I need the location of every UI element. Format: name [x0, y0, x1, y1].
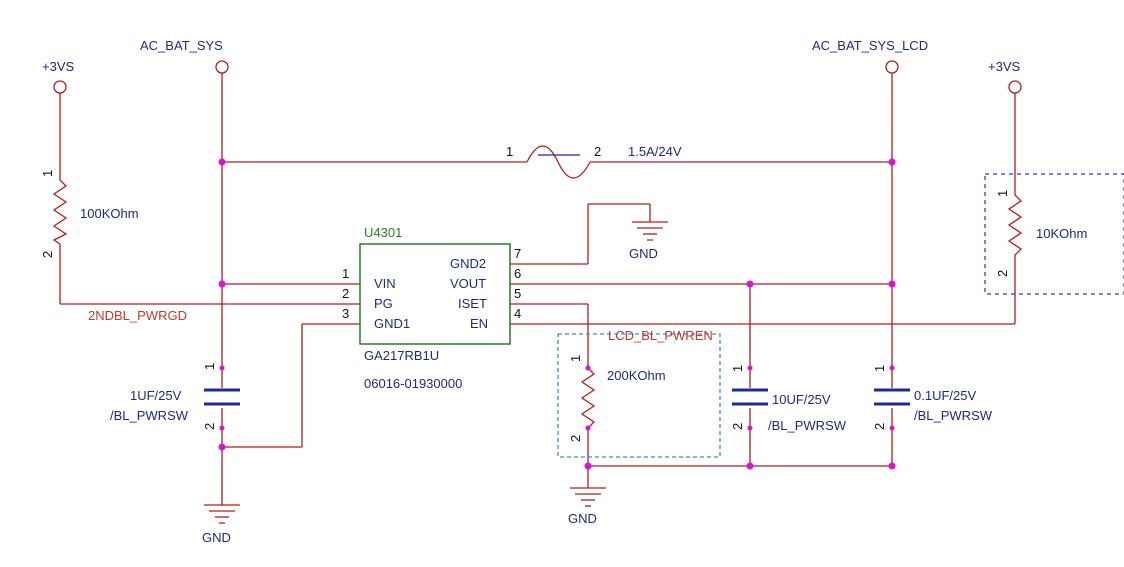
power-ports: AC_BAT_SYS AC_BAT_SYS_LCD +3VS +3VS [42, 38, 1022, 94]
r10k-value: 10KOhm [1036, 226, 1087, 241]
ground-symbols: GND GND GND [202, 221, 668, 545]
gnd-label-left: GND [202, 530, 231, 545]
pin-num-7: 7 [514, 246, 521, 261]
junction-dot [746, 280, 754, 288]
r10k-group-box [984, 173, 1124, 295]
c01uf-group: /BL_PWRSW [914, 408, 993, 423]
pin-name-gnd1: GND1 [374, 316, 410, 331]
capacitor-0-1uf: 1 2 0.1UF/25V /BL_PWRSW [872, 365, 993, 430]
pin-num-2: 2 [342, 286, 349, 301]
junctions [218, 158, 896, 470]
resistor-200k: 1 2 200KOhm [557, 333, 721, 458]
c10uf-pin2: 2 [730, 423, 745, 430]
r200k-group-box [557, 333, 721, 458]
chip-pn: 06016-01930000 [364, 376, 462, 391]
plus3vs-left-port [53, 80, 67, 94]
c1uf-value: 1UF/25V [130, 388, 182, 403]
junction-dot [888, 158, 896, 166]
pin-marker [219, 365, 225, 371]
gnd-symbol-top [632, 221, 668, 241]
gnd-symbol-left [204, 504, 240, 524]
c10uf-value: 10UF/25V [772, 392, 831, 407]
c01uf-pin2: 2 [872, 423, 887, 430]
pin-num-4: 4 [514, 306, 521, 321]
pin-marker [585, 425, 591, 431]
chip-ref: U4301 [364, 225, 402, 240]
pin-marker [219, 425, 225, 431]
fuse-pin2: 2 [594, 144, 601, 159]
pin-name-gnd2: GND2 [450, 256, 486, 271]
pin-num-3: 3 [342, 306, 349, 321]
pin-name-iset: ISET [458, 296, 487, 311]
r100k-pin2: 2 [40, 251, 55, 258]
c1uf-pin2: 2 [202, 423, 217, 430]
resistor-100k: 1 2 100KOhm [40, 170, 139, 258]
r200k-pin1: 1 [568, 355, 583, 362]
fuse-pin1: 1 [506, 144, 513, 159]
chip-part: GA217RB1U [364, 348, 439, 363]
c10uf-group: /BL_PWRSW [768, 418, 847, 433]
ac-bat-sys-port [215, 60, 229, 74]
junction-dot [218, 443, 226, 451]
plus3vs-right-label: +3VS [988, 59, 1020, 74]
capacitor-1uf: 1 2 1UF/25V /BL_PWRSW [110, 363, 240, 430]
pin-name-en: EN [470, 316, 488, 331]
pin-num-6: 6 [514, 266, 521, 281]
r200k-pin2: 2 [568, 435, 583, 442]
junction-dot [888, 462, 896, 470]
pin-num-1: 1 [342, 266, 349, 281]
pin-marker [585, 365, 591, 371]
pin-name-pg: PG [374, 296, 393, 311]
pin-name-vout: VOUT [450, 276, 486, 291]
junction-dot [218, 158, 226, 166]
r200k-value: 200KOhm [607, 368, 666, 383]
fuse: 1 2 1.5A/24V [506, 144, 682, 179]
ac-bat-sys-label: AC_BAT_SYS [140, 38, 223, 53]
c01uf-value: 0.1UF/25V [914, 388, 976, 403]
gnd-symbol-mid [570, 487, 606, 507]
pin-marker [747, 365, 753, 371]
pin-marker [889, 425, 895, 431]
chip-u4301: U4301 GA217RB1U 06016-01930000 1 VIN 2 P… [342, 225, 521, 391]
plus3vs-left-label: +3VS [42, 59, 74, 74]
junction-dot [584, 462, 592, 470]
c01uf-pin1: 1 [872, 365, 887, 372]
resistor-10k: 1 2 10KOhm [984, 173, 1124, 295]
fuse-rating: 1.5A/24V [628, 144, 682, 159]
net-label-pwrgd: 2NDBL_PWRGD [88, 308, 187, 323]
net-label-pwren: LCD_BL_PWREN [608, 328, 713, 343]
r100k-pin1: 1 [40, 170, 55, 177]
capacitor-10uf: 1 2 10UF/25V /BL_PWRSW [730, 365, 847, 433]
pin-marker [889, 365, 895, 371]
pin-marker [747, 425, 753, 431]
pin-name-vin: VIN [374, 276, 396, 291]
plus3vs-right-port [1008, 80, 1022, 94]
wires [59, 73, 1016, 505]
junction-dot [746, 462, 754, 470]
ac-bat-sys-lcd-label: AC_BAT_SYS_LCD [812, 38, 928, 53]
r10k-pin2: 2 [995, 270, 1010, 277]
gnd-label-mid: GND [568, 511, 597, 526]
c1uf-pin1: 1 [202, 363, 217, 370]
c1uf-group: /BL_PWRSW [110, 408, 189, 423]
gnd-label-top: GND [629, 246, 658, 261]
c10uf-pin1: 1 [730, 365, 745, 372]
r10k-pin1: 1 [995, 190, 1010, 197]
ac-bat-sys-lcd-port [885, 60, 899, 74]
pin-num-5: 5 [514, 286, 521, 301]
r100k-value: 100KOhm [80, 206, 139, 221]
junction-dot [218, 280, 226, 288]
junction-dot [888, 280, 896, 288]
